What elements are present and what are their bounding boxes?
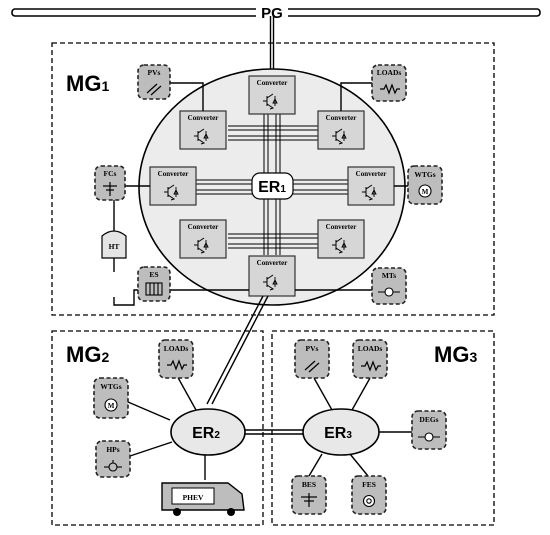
mg2-links <box>127 373 206 480</box>
converter-top: Converter <box>248 75 296 115</box>
solar-panel-icon <box>146 83 162 96</box>
mg3-degs-device: DEGs <box>411 410 447 450</box>
mg3-title: MG3 <box>434 342 477 367</box>
svg-text:BES: BES <box>302 480 316 489</box>
svg-text:Converter: Converter <box>188 223 219 231</box>
mg1-es-device: ES <box>137 266 171 302</box>
mg2-phev-device: PHEV <box>161 482 245 516</box>
svg-text:FCs: FCs <box>104 169 117 178</box>
svg-text:PVs: PVs <box>148 68 161 77</box>
mg3-bes-device: BES <box>291 475 327 515</box>
battery-icon <box>145 282 163 296</box>
er1-er2-link <box>206 295 269 405</box>
mg3-links <box>308 377 412 477</box>
svg-text:FES: FES <box>362 480 376 489</box>
mg2-loads-device: LOADs <box>158 339 194 379</box>
svg-text:HPs: HPs <box>106 445 119 454</box>
mg1-wtgs-device: WTGs M <box>407 165 443 205</box>
svg-text:Converter: Converter <box>326 114 357 122</box>
er2-er3-link <box>245 429 303 435</box>
svg-text:LOADs: LOADs <box>377 68 402 77</box>
svg-text:LOADs: LOADs <box>164 344 189 353</box>
er3-router <box>302 408 380 456</box>
converter-right: Converter <box>347 166 395 206</box>
mg3-fes-device: FES <box>351 475 387 515</box>
svg-text:Converter: Converter <box>158 170 189 178</box>
mg1-loads-device: LOADs <box>371 64 407 102</box>
heat-pump-icon <box>104 460 122 472</box>
er1-label: ER1 <box>258 179 286 196</box>
flywheel-icon <box>362 494 376 508</box>
pg-label: PG <box>261 5 283 22</box>
mg1-title: MG1 <box>66 71 109 96</box>
svg-text:ES: ES <box>149 270 158 279</box>
svg-text:Converter: Converter <box>257 79 288 87</box>
converter-lower-right: Converter <box>317 219 365 259</box>
converter-left: Converter <box>149 166 197 206</box>
microgrid-3: MG3 ER3 PVs LOADs DEGs BES <box>271 330 495 526</box>
solar-panel-icon <box>304 360 320 373</box>
load-zigzag-icon <box>361 360 381 372</box>
mg1-mts-device: MTs <box>371 267 407 305</box>
svg-text:LOADs: LOADs <box>358 344 383 353</box>
mg2-title: MG2 <box>66 342 109 367</box>
svg-text:WTGs: WTGs <box>414 170 435 179</box>
microgrid-2: MG2 ER2 LOADs WTGs M HPs PHEV <box>51 330 303 526</box>
svg-text:Converter: Converter <box>326 223 357 231</box>
converter-lower-left: Converter <box>179 219 227 259</box>
converter-bottom: Converter <box>248 255 296 297</box>
diesel-generator-icon <box>418 432 440 442</box>
svg-text:Converter: Converter <box>356 170 387 178</box>
fuel-cell-icon <box>103 182 117 196</box>
svg-text:Converter: Converter <box>188 114 219 122</box>
pg-feed-line <box>269 16 275 76</box>
mg2-hps-device: HPs <box>95 440 131 478</box>
mg3-pvs-device: PVs <box>294 339 330 379</box>
er2-label: ER2 <box>192 425 220 442</box>
converter-upper-right: Converter <box>317 110 365 150</box>
battery-storage-icon <box>301 493 317 507</box>
er1-core <box>251 172 294 200</box>
power-grid-bus: PG <box>11 3 541 22</box>
svg-text:MTs: MTs <box>382 271 396 280</box>
svg-text:Converter: Converter <box>257 259 288 267</box>
svg-text:HT: HT <box>109 242 120 251</box>
microturbine-icon <box>378 287 400 297</box>
svg-text:M: M <box>108 402 115 410</box>
mg1-ht-device: HT <box>101 230 127 259</box>
generator-icon <box>418 184 432 198</box>
svg-text:PVs: PVs <box>306 344 319 353</box>
mg2-wtgs-device: WTGs M <box>93 377 129 419</box>
converter-upper-left: Converter <box>179 110 227 150</box>
generator-icon <box>104 398 118 412</box>
svg-text:DEGs: DEGs <box>419 415 438 424</box>
load-zigzag-icon <box>380 83 400 95</box>
er3-label: ER3 <box>324 425 352 442</box>
mg1-fcs-device: FCs <box>94 165 126 201</box>
load-zigzag-icon <box>167 359 187 371</box>
svg-text:PHEV: PHEV <box>183 493 204 502</box>
mg1-pvs-device: PVs <box>137 64 171 100</box>
svg-text:M: M <box>422 188 429 196</box>
microgrid-1: MG1 ER1 Converter Converter <box>51 16 495 405</box>
er2-router <box>170 408 246 456</box>
svg-text:WTGs: WTGs <box>100 382 121 391</box>
mg3-loads-device: LOADs <box>352 339 388 379</box>
